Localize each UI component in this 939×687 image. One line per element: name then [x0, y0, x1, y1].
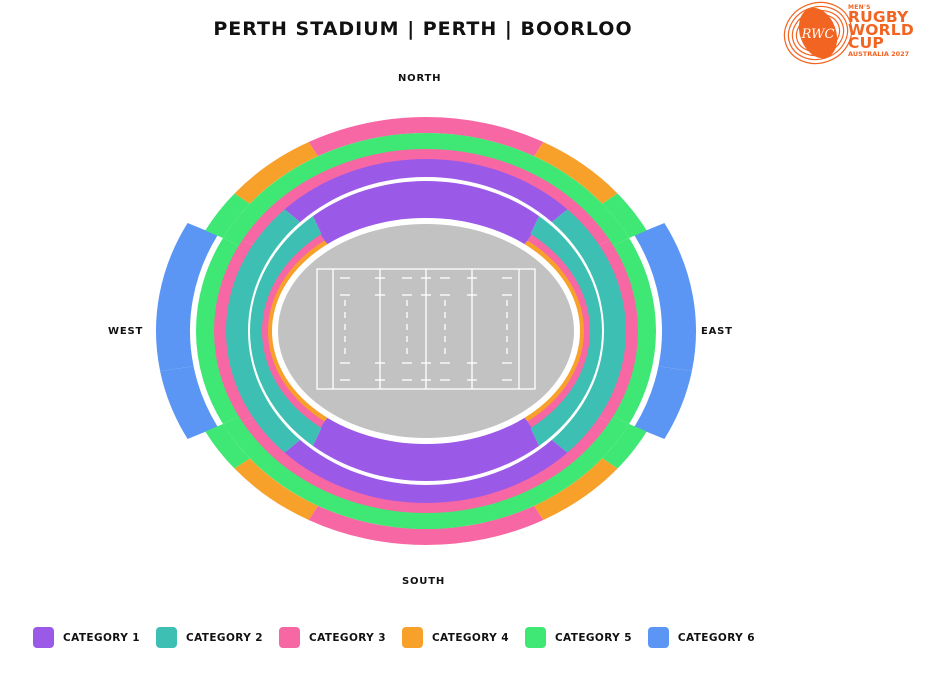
section-cat5-band-1[interactable]: [222, 415, 630, 529]
section-outer-corners-5[interactable]: [205, 423, 250, 469]
swatch-category-6: [647, 627, 669, 648]
legend-item-category-4: CATEGORY 4: [401, 627, 509, 648]
section-cat3-band-0[interactable]: [242, 149, 610, 246]
section-lower-tier-2[interactable]: [527, 216, 602, 446]
section-outer-east-west-0[interactable]: [634, 223, 696, 371]
compass-east: EAST: [701, 326, 733, 337]
legend-label: CATEGORY 2: [185, 631, 263, 644]
section-outer-corners-4[interactable]: [234, 458, 319, 520]
legend-item-category-2: CATEGORY 2: [155, 627, 263, 648]
logo-wordmark: MEN'S RUGBY WORLD CUP AUSTRALIA 2027: [848, 5, 914, 58]
section-cat5-band-0[interactable]: [222, 133, 630, 247]
compass-west: WEST: [108, 326, 144, 337]
section-outer-corners-9[interactable]: [308, 505, 544, 545]
section-cat3-band-3[interactable]: [214, 240, 255, 422]
logo-line-rugby: RUGBY: [848, 8, 909, 26]
section-field-edge-2[interactable]: [522, 240, 585, 422]
legend-label: CATEGORY 4: [431, 631, 509, 644]
section-lower-inner-3[interactable]: [262, 234, 326, 428]
section-upper-tier-3[interactable]: [226, 209, 301, 453]
swatch-category-5: [524, 627, 546, 648]
section-field-edge-3[interactable]: [267, 240, 330, 422]
page-title: PERTH STADIUM | PERTH | BOORLOO: [213, 18, 633, 40]
section-upper-tier-2[interactable]: [551, 209, 626, 453]
swatch-category-1: [33, 627, 54, 648]
swatch-category-4: [401, 627, 423, 648]
section-outer-east-west-1[interactable]: [634, 366, 692, 439]
section-upper-tier-0[interactable]: [284, 158, 568, 223]
section-lower-tier-3[interactable]: [250, 216, 325, 446]
playing-field: [272, 218, 580, 444]
legend-item-category-5: CATEGORY 5: [524, 627, 632, 648]
compass-north: NORTH: [398, 73, 442, 84]
section-outer-corners-8[interactable]: [308, 116, 544, 157]
section-upper-tier-1[interactable]: [284, 439, 568, 504]
rugby-pitch-lines: [316, 268, 536, 390]
section-field-edge-1[interactable]: [324, 415, 528, 450]
section-field-edge-0[interactable]: [324, 213, 528, 247]
logo-line-cup: CUP: [848, 34, 884, 52]
legend-label: CATEGORY 1: [63, 631, 140, 644]
legend-label: CATEGORY 5: [554, 631, 632, 644]
section-outer-corners-2[interactable]: [602, 423, 647, 469]
logo-line-australia: AUSTRALIA 2027: [848, 50, 910, 58]
section-outer-east-west-3[interactable]: [156, 223, 218, 371]
legend-item-category-1: CATEGORY 1: [33, 627, 140, 648]
swatch-category-3: [278, 627, 300, 648]
section-outer-corners-7[interactable]: [234, 142, 319, 204]
category-legend: CATEGORY 1 CATEGORY 2 CATEGORY 3 CATEGOR…: [33, 627, 771, 648]
rwc-logo-mark: RWC: [783, 1, 853, 65]
section-cat3-band-1[interactable]: [242, 416, 610, 513]
section-lower-inner-1[interactable]: [320, 419, 532, 458]
section-outer-corners-0[interactable]: [533, 142, 618, 204]
section-outer-east-west-2[interactable]: [160, 366, 218, 439]
section-lower-inner-0[interactable]: [320, 205, 532, 243]
section-cat5-band-2[interactable]: [611, 238, 656, 424]
section-outer-corners-6[interactable]: [205, 193, 250, 239]
legend-label: CATEGORY 3: [308, 631, 386, 644]
section-cat3-band-2[interactable]: [597, 240, 638, 422]
compass-south: SOUTH: [402, 576, 446, 587]
section-outer-corners-3[interactable]: [533, 458, 618, 520]
swatch-category-2: [155, 627, 177, 648]
logo-line-mens: MEN'S: [848, 4, 871, 11]
legend-label: CATEGORY 6: [677, 631, 755, 644]
legend-item-category-3: CATEGORY 3: [278, 627, 386, 648]
logo-monogram: RWC: [801, 27, 835, 42]
legend-item-category-6: CATEGORY 6: [647, 627, 755, 648]
logo-line-world: WORLD: [848, 21, 914, 39]
section-lower-inner-2[interactable]: [526, 234, 590, 428]
section-outer-corners-1[interactable]: [602, 193, 647, 239]
section-cat5-band-3[interactable]: [195, 238, 241, 424]
